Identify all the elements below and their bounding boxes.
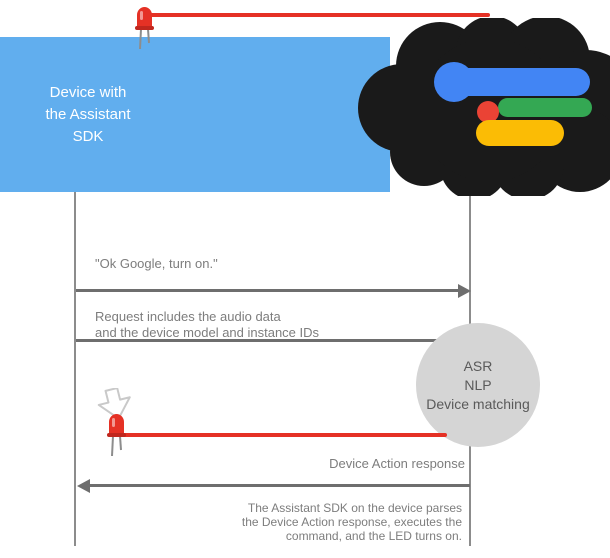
nlp-label: NLP bbox=[464, 376, 492, 393]
led-on-icon-top bbox=[135, 7, 154, 50]
device-box-label-line: Device with bbox=[49, 84, 127, 101]
processing-circle: ASR NLP Device matching bbox=[416, 323, 540, 447]
google-logo bbox=[434, 62, 592, 146]
device-lifeline bbox=[74, 192, 76, 546]
led-red-line-top bbox=[144, 13, 490, 17]
request-note-line: Request includes the audio data bbox=[95, 309, 281, 324]
device-box-label-line: SDK bbox=[72, 128, 104, 145]
request-note: Request includes the audio data and the … bbox=[95, 309, 319, 341]
asr-label: ASR bbox=[463, 357, 493, 374]
google-assistant-cloud bbox=[358, 18, 610, 196]
device-box-label: Device with the Assistant SDK bbox=[10, 82, 166, 148]
google-logo-blue-bar bbox=[452, 68, 590, 96]
request-note-line: and the device model and instance IDs bbox=[95, 325, 320, 340]
device-box-label-line: the Assistant bbox=[45, 106, 131, 123]
result-note-line: The Assistant SDK on the device parses bbox=[247, 501, 462, 515]
result-note: The Assistant SDK on the device parses t… bbox=[150, 501, 462, 543]
device-box: Device with the Assistant SDK bbox=[0, 37, 390, 192]
user-query-label: "Ok Google, turn on." bbox=[95, 256, 218, 271]
response-arrow bbox=[77, 479, 470, 493]
request-arrow bbox=[76, 284, 471, 298]
google-logo-yellow-bar bbox=[476, 120, 564, 146]
led-on-icon-result bbox=[107, 414, 126, 457]
result-note-line: command, and the LED turns on. bbox=[285, 529, 462, 543]
led-red-line-result bbox=[116, 433, 447, 437]
google-logo-blue-dot bbox=[434, 62, 474, 102]
device-matching-label: Device matching bbox=[426, 395, 530, 412]
google-logo-green-bar bbox=[498, 98, 592, 117]
response-label: Device Action response bbox=[329, 456, 465, 471]
result-note-line: the Device Action response, executes the bbox=[241, 515, 462, 529]
down-arrow-icon bbox=[97, 388, 131, 420]
google-logo-red-dot bbox=[477, 101, 499, 123]
